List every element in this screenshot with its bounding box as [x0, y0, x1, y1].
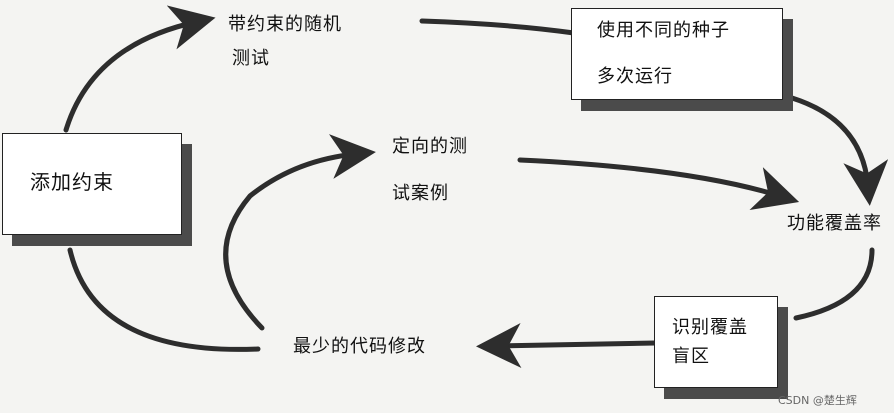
seeds-node: [571, 8, 783, 100]
add-constraints-label: 添加约束: [30, 170, 114, 194]
arrow-add-to-random: [63, 5, 216, 133]
arrow-coverage-to-holes: [793, 247, 875, 321]
random-test-label-line1: 带约束的随机: [228, 14, 342, 35]
holes-label-line2: 盲区: [672, 346, 710, 367]
arrow-directed-to-coverage: [517, 157, 800, 211]
seeds-label-line2: 多次运行: [597, 66, 673, 87]
seeds-label-line1: 使用不同的种子: [597, 20, 730, 41]
min-changes-label: 最少的代码修改: [293, 336, 426, 357]
arrow-min-to-add: [67, 247, 261, 352]
arrow-min-to-directed: [223, 134, 376, 331]
random-test-label-line2: 测试: [232, 48, 270, 69]
arrow-holes-to-min: [476, 323, 658, 369]
directed-label-line1: 定向的测: [392, 136, 468, 157]
watermark: CSDN @楚生辉: [778, 394, 857, 407]
arrow-seeds-to-coverage: [789, 95, 889, 206]
holes-label-line1: 识别覆盖: [672, 317, 748, 338]
holes-node: [654, 296, 778, 388]
add-constraints-node: [2, 133, 182, 235]
arrow-random-to-seeds: [419, 18, 577, 36]
coverage-label: 功能覆盖率: [787, 213, 882, 234]
directed-label-line2: 试案例: [392, 183, 449, 204]
